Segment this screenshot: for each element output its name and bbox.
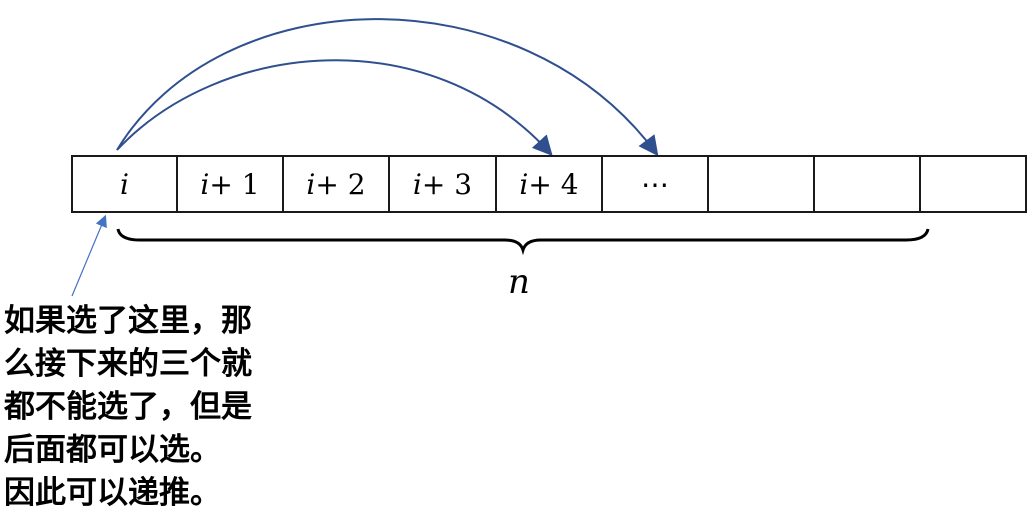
pointer-arrow bbox=[71, 214, 107, 297]
note-line: 么接下来的三个就 bbox=[4, 346, 252, 382]
array-cell: i + 4 bbox=[495, 155, 603, 213]
explanation-note: 如果选了这里，那 么接下来的三个就 都不能选了，但是 后面都可以选。 因此可以递… bbox=[4, 300, 252, 515]
note-line: 如果选了这里，那 bbox=[4, 303, 252, 339]
note-line: 后面都可以选。 bbox=[4, 432, 221, 468]
array-cell: i bbox=[71, 155, 178, 213]
brace bbox=[116, 228, 930, 256]
array-cell: i + 2 bbox=[282, 155, 390, 213]
array-cell bbox=[813, 155, 921, 213]
jump-arrow-to-i4 bbox=[116, 59, 553, 156]
array-cell bbox=[707, 155, 815, 213]
note-line: 因此可以递推。 bbox=[4, 475, 221, 511]
array-cell: ⋯ bbox=[601, 155, 709, 213]
jump-arrow-to-ellipsis bbox=[116, 18, 659, 157]
array-cell bbox=[919, 155, 1027, 213]
array-cell: i + 1 bbox=[176, 155, 284, 213]
array-cell: i + 3 bbox=[388, 155, 497, 213]
note-line: 都不能选了，但是 bbox=[4, 389, 252, 425]
brace-label: n bbox=[508, 262, 530, 302]
